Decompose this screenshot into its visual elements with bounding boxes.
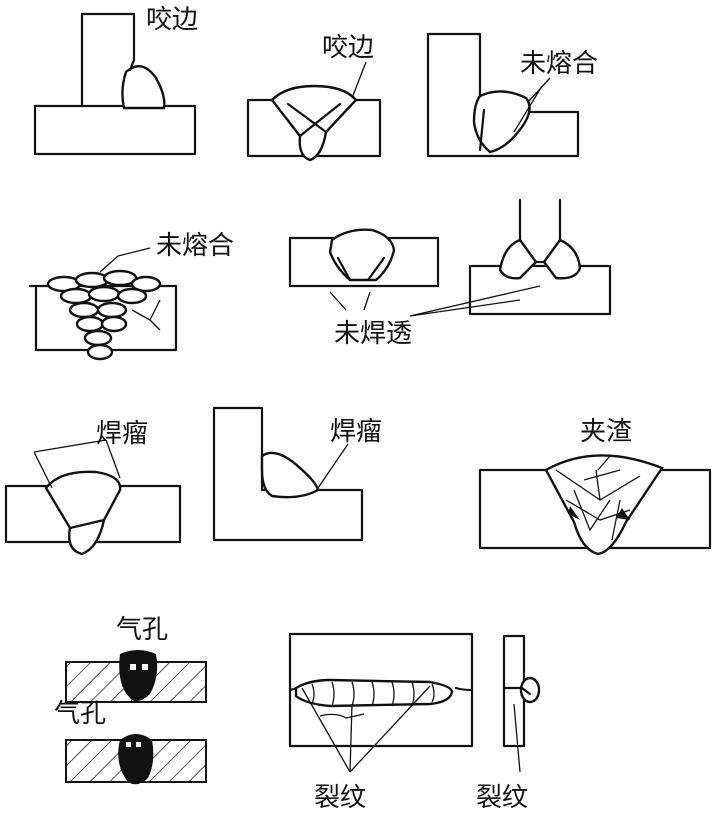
label-lack-of-fusion-2: 未熔合 — [156, 231, 234, 261]
label-overlap-2: 焊瘤 — [330, 417, 382, 447]
label-incomplete-penetration: 未焊透 — [334, 319, 412, 349]
label-porosity-1: 气孔 — [116, 615, 168, 645]
label-undercut-2: 咬边 — [322, 33, 374, 63]
incomplete-penetration-callout: 未焊透 — [329, 285, 541, 349]
panel-crack-section: 裂纹 — [476, 634, 541, 813]
panel-porosity-internal: 气孔 — [54, 699, 207, 785]
weld-ripples — [311, 681, 435, 719]
label-undercut-1: 咬边 — [146, 5, 198, 35]
panel-incomplete-penetration-tjoint — [468, 198, 612, 316]
label-crack-2: 裂纹 — [476, 783, 528, 813]
label-crack-1: 裂纹 — [314, 783, 366, 813]
weld-passes — [46, 269, 162, 361]
panel-overlap-corner: 焊瘤 — [212, 406, 382, 542]
panel-crack-plan: 裂纹 — [288, 632, 474, 813]
panel-slag-inclusion: 夹渣 — [478, 417, 712, 556]
panel-overlap-butt: 焊瘤 — [4, 419, 182, 556]
panel-undercut-butt: 咬边 — [246, 33, 382, 162]
panel-undercut-tjoint: 咬边 — [33, 5, 198, 156]
label-slag-inclusion: 夹渣 — [580, 417, 632, 447]
label-porosity-2: 气孔 — [54, 699, 106, 729]
label-lack-of-fusion-1: 未熔合 — [520, 49, 598, 79]
panel-lack-of-fusion-multipass: 未熔合 — [28, 231, 234, 361]
panel-lack-of-fusion-corner: 未熔合 — [426, 32, 598, 158]
slag-cross-hatching — [555, 469, 641, 541]
panel-porosity-surface: 气孔 — [65, 615, 207, 703]
panel-incomplete-penetration-butt — [288, 228, 440, 288]
label-overlap-1: 焊瘤 — [96, 419, 148, 449]
